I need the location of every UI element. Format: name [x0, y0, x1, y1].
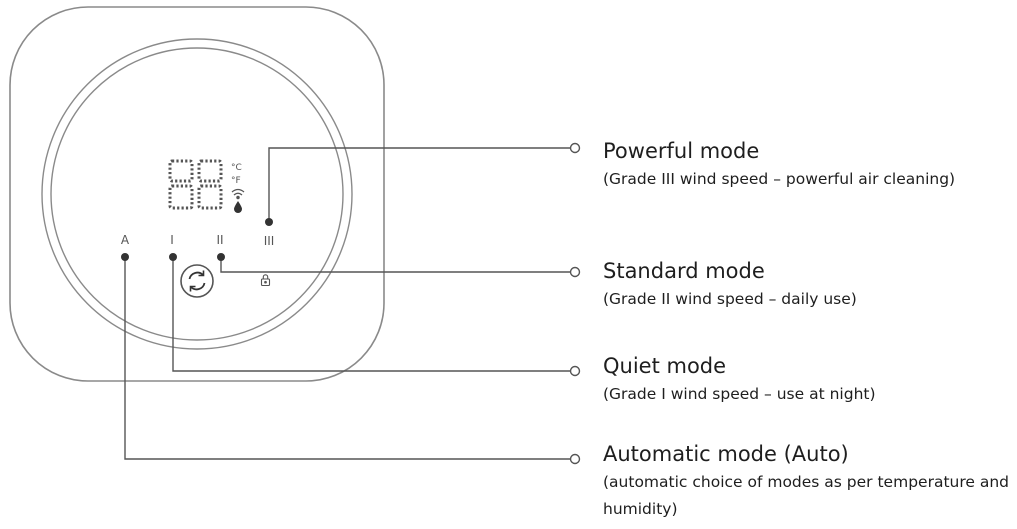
callout-line-powerful [268, 142, 581, 222]
mode-description: (Grade I wind speed – use at night) [603, 385, 876, 403]
segment-display [168, 159, 223, 210]
mode-title: Standard mode [603, 259, 765, 283]
device-outer-ring [41, 38, 353, 350]
callout-dot-powerful [265, 218, 273, 226]
refresh-icon [188, 270, 206, 292]
mode-description: (Grade III wind speed – powerful air cle… [603, 170, 956, 188]
device-body [9, 6, 385, 382]
mode-description: (automatic choice of modes as per temper… [603, 473, 1009, 518]
mode-title: Quiet mode [603, 354, 727, 378]
wifi-icon [231, 188, 245, 200]
speed-label-grade1: I [170, 233, 174, 247]
water-drop-icon [234, 201, 242, 213]
callout-dot-quiet [169, 253, 177, 261]
fahrenheit-unit: °F [231, 176, 241, 186]
mode-label-quiet: Quiet mode (Grade I wind speed – use at … [603, 353, 1013, 408]
callout-dot-standard [217, 253, 225, 261]
callout-dot-auto [121, 253, 129, 261]
callout-line-auto [124, 257, 581, 465]
mode-label-powerful: Powerful mode (Grade III wind speed – po… [603, 138, 1013, 193]
mode-label-standard: Standard mode (Grade II wind speed – dai… [603, 258, 1013, 313]
callout-line-quiet [172, 257, 581, 377]
mode-label-auto: Automatic mode (Auto) (automatic choice … [603, 441, 1013, 523]
speed-label-auto: A [121, 233, 130, 247]
mode-button[interactable] [180, 264, 214, 298]
device-inner-ring [50, 47, 344, 341]
celsius-unit: °C [231, 163, 242, 173]
mode-title: Powerful mode [603, 139, 760, 163]
mode-title: Automatic mode (Auto) [603, 442, 849, 466]
callout-line-standard [220, 257, 581, 278]
speed-label-grade2: II [216, 233, 223, 247]
lock-icon [260, 274, 271, 287]
speed-label-grade3: III [264, 234, 275, 248]
mode-description: (Grade II wind speed – daily use) [603, 290, 857, 308]
